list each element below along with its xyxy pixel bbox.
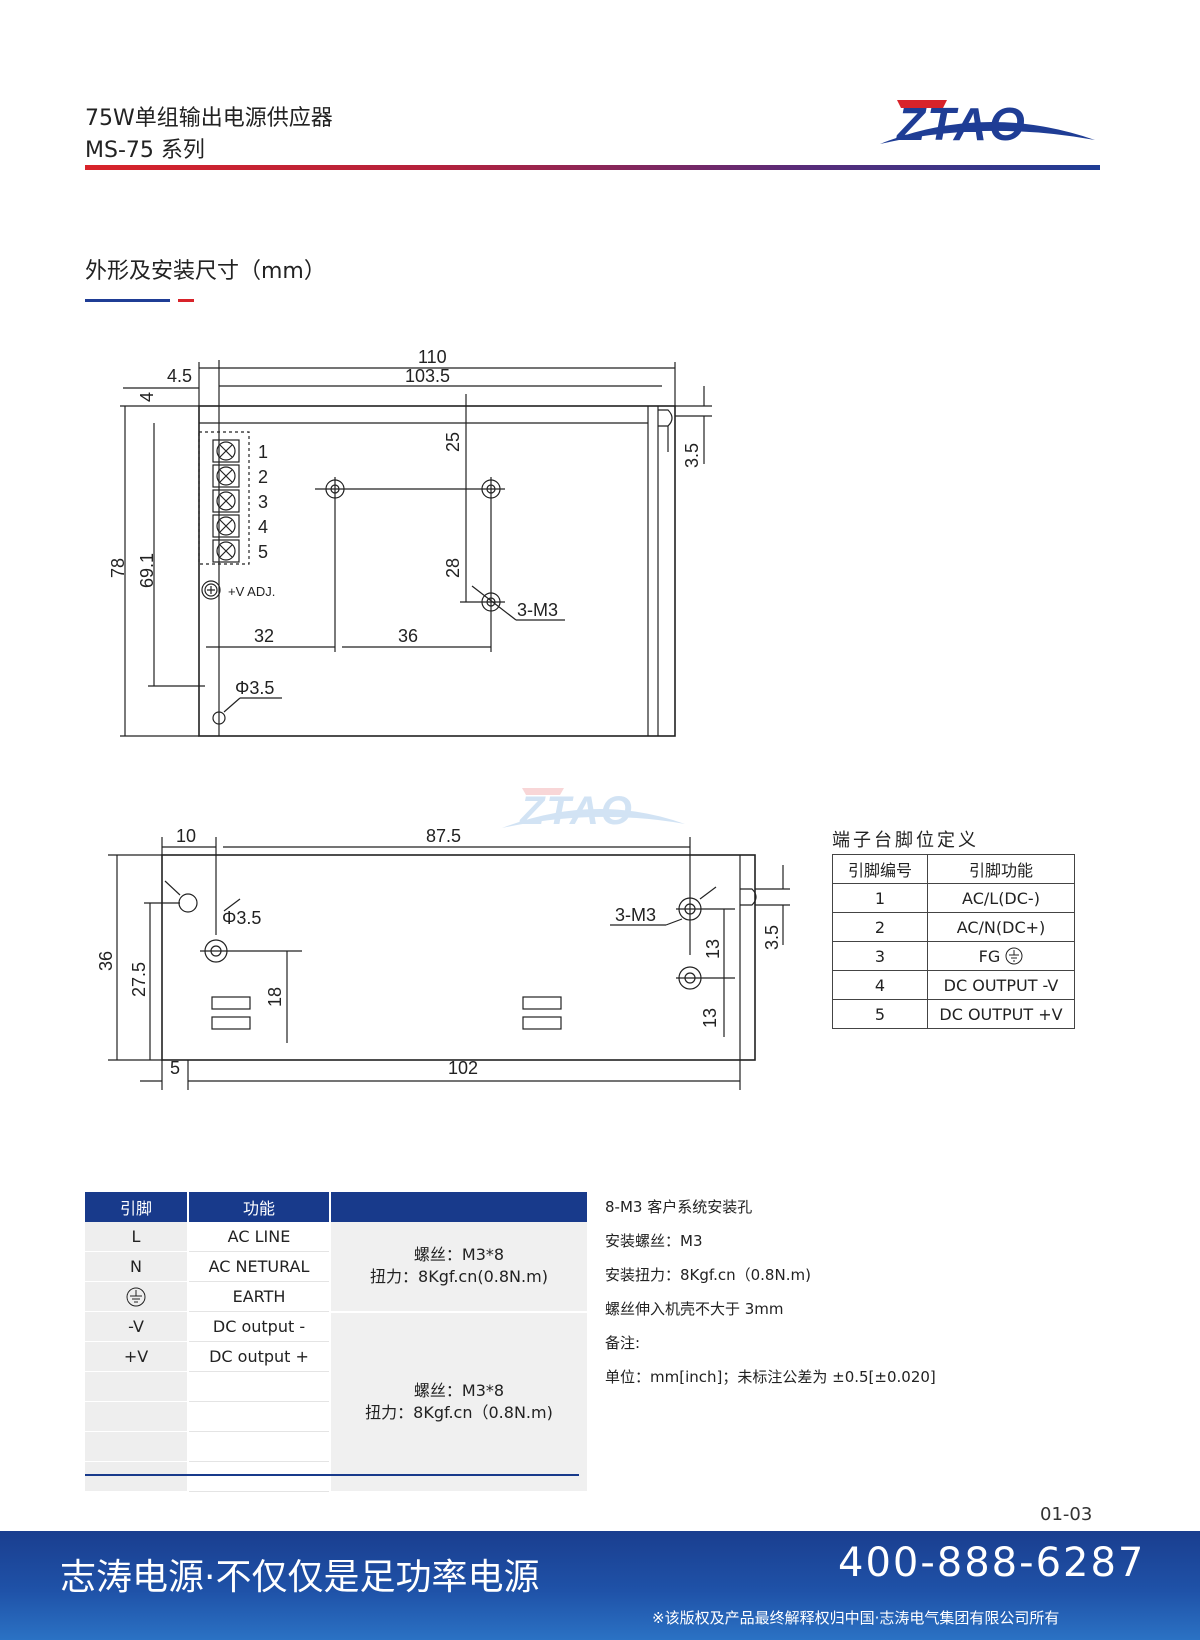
dim-side-bottom-left: 5 [170,1058,180,1078]
dim-side-right-tab: 3.5 [762,925,782,950]
footer-slogan: 志涛电源·不仅仅是足功率电源 [60,1557,540,1598]
table-row: 2 AC/N(DC+) [832,912,1075,942]
dim-height-total: 78 [108,558,128,578]
dim-side-bottom-span: 102 [448,1058,478,1078]
table-row: N AC NETURAL [85,1251,587,1282]
table-row [85,1371,587,1402]
terminal-label-1: 1 [258,442,268,462]
ground-icon [126,1287,146,1306]
dim-v-mid: 28 [443,558,463,578]
section-title: 外形及安装尺寸（mm） [85,259,326,284]
pin-col-header: 引脚编号 [832,854,928,884]
spec-pin-header: 引脚 [85,1192,189,1222]
section-underline-red [178,299,194,302]
vadj-pot-icon [201,580,221,600]
dim-height-inner: 69.1 [137,553,157,588]
side-view-drawing: 10 87.5 36 27.5 18 Φ3.5 13 13 3-M3 3.5 5… [96,826,790,1090]
dim-h-mid: 36 [398,626,418,646]
pin-definition-table: 引脚编号 引脚功能 1 AC/L(DC-) 2 AC/N(DC+) 3 FG 4… [832,854,1075,1029]
doc-title: 75W单组输出电源供应器 [85,106,333,131]
dim-top-offset: 4 [137,392,157,402]
section-underline-blue [85,299,170,302]
dim-right-tab: 3.5 [682,443,702,468]
screw-label-side: 3-M3 [615,905,656,925]
dim-h-left: 32 [254,626,274,646]
install-notes: 8-M3 客户系统安装孔 安装螺丝：M3 安装扭力：8Kgf.cn（0.8N.m… [605,1196,936,1400]
dim-width-inner: 103.5 [405,366,450,386]
pin-table-title: 端子台脚位定义 [832,830,979,851]
dim-side-height-total: 36 [96,951,116,971]
table-row: 4 DC OUTPUT -V [832,970,1075,1000]
terminal-label-2: 2 [258,467,268,487]
dim-side-hole-span: 87.5 [426,826,461,846]
func-col-header: 引脚功能 [927,854,1075,884]
header-divider [85,165,1100,170]
dim-left-offset: 4.5 [167,366,192,386]
hole-dia-side: Φ3.5 [222,908,261,928]
note-item: 单位：mm[inch]；未标注公差为 ±0.5[±0.020] [605,1368,936,1386]
table-row: +V DC output + [85,1341,587,1372]
terminal-label-5: 5 [258,542,268,562]
note-item: 螺丝伸入机壳不大于 3mm [605,1300,784,1318]
terminal-block [212,439,240,563]
note-item: 安装螺丝：M3 [605,1232,703,1250]
note-item: 安装扭力：8Kgf.cn（0.8N.m) [605,1266,811,1284]
table-row [85,1401,587,1432]
screw-label-top: 3-M3 [517,600,558,620]
page-number: 01-03 [1040,1504,1093,1525]
footer-band [0,1531,1200,1640]
top-view-drawing: 110 103.5 4.5 4 78 69.1 3.5 1 2 3 4 5 +V… [108,347,712,737]
terminal-label-3: 3 [258,492,268,512]
spec-func-header: 功能 [188,1192,331,1222]
hole-dia-top: Φ3.5 [235,678,274,698]
terminal-label-4: 4 [258,517,268,537]
footer-phone: 400-888-6287 [838,1540,1146,1586]
dim-side-spacing-lower: 13 [700,1008,720,1028]
table-row: 1 AC/L(DC-) [832,883,1075,913]
table-row: 5 DC OUTPUT +V [832,999,1075,1029]
doc-subtitle: MS-75 系列 [85,138,205,163]
ztao-logo: ZTAO [880,98,1095,150]
note-item: 8-M3 客户系统安装孔 [605,1198,753,1216]
dim-side-height-inner: 27.5 [129,962,149,997]
dim-side-left-offset: 10 [176,826,196,846]
dim-width-total: 110 [418,347,447,367]
dim-side-spacing-upper: 13 [703,939,723,959]
vadj-label: +V ADJ. [228,584,275,599]
watermark-logo: ZTAO [502,788,685,833]
dim-side-hole-height: 18 [265,987,285,1007]
ground-icon [1005,947,1023,964]
svg-text:ZTAO: ZTAO [519,789,634,833]
table-row: EARTH [85,1281,587,1312]
spec-table-bottom-rule [85,1474,579,1476]
table-row: 3 FG [832,941,1075,971]
dim-v-top: 25 [443,432,463,452]
footer-copyright: ※该版权及产品最终解释权归中国·志涛电气集团有限公司所有 [652,1609,1060,1627]
table-row [85,1431,587,1462]
table-row [85,1461,587,1492]
note-item: 备注: [605,1334,641,1352]
